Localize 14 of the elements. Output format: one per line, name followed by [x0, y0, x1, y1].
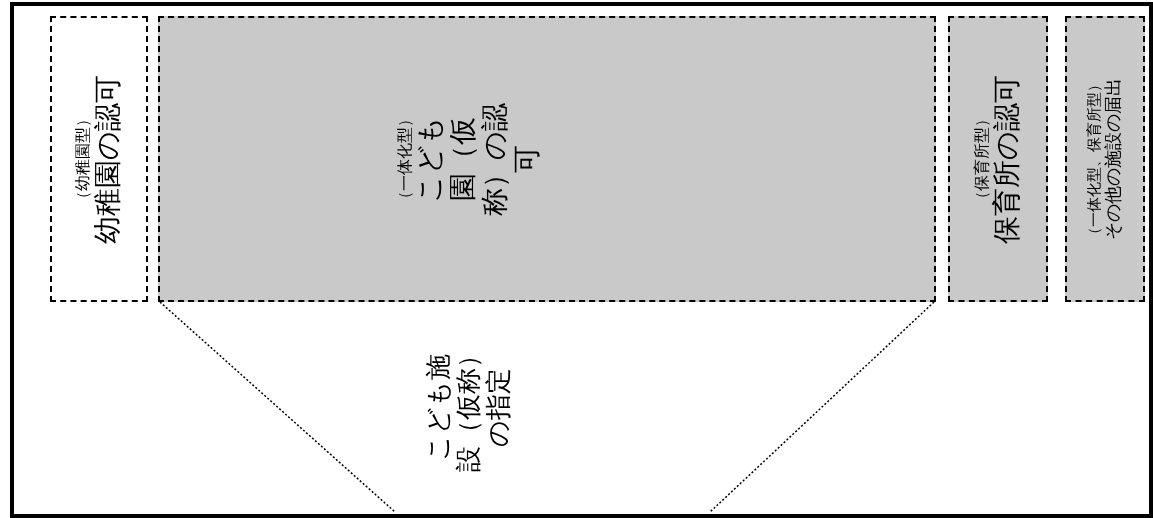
type-note: （一体化型、保育所型） — [1086, 76, 1104, 242]
box-label: 保育所の認可 — [991, 74, 1024, 244]
shaded-box — [158, 16, 936, 302]
box-label: こども園（仮称）の認可 — [414, 102, 544, 216]
shaded-box — [1065, 16, 1145, 302]
box-label: こども施設（仮称）の指定 — [424, 341, 514, 473]
shaded-box — [948, 16, 1048, 302]
type-note: （保育所型） — [972, 110, 992, 209]
box-label: その他の施設の届出 — [1103, 77, 1124, 242]
dashed-box — [50, 16, 148, 302]
type-note: （幼稚園型） — [73, 110, 93, 209]
box-label: 幼稚園の認可 — [92, 74, 125, 244]
funnel-region — [158, 302, 936, 512]
type-note: （一体化型） — [396, 110, 415, 209]
